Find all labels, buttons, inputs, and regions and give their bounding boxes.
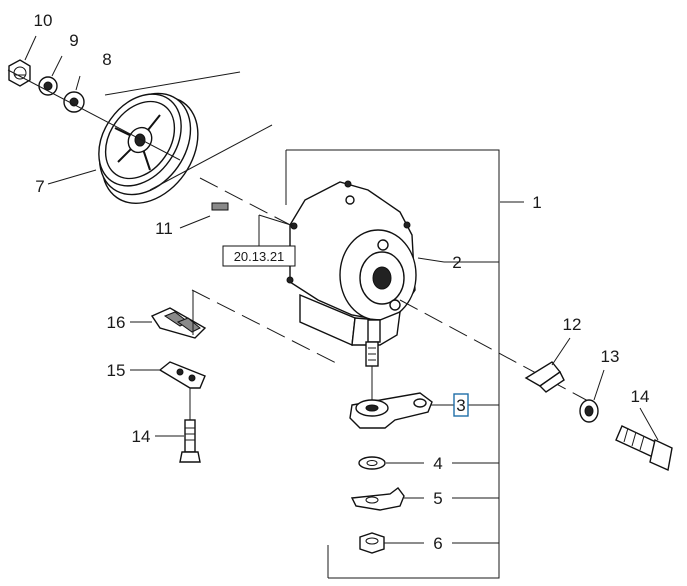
part-13-washer bbox=[579, 399, 599, 423]
part-12-bracket-clip bbox=[524, 361, 565, 393]
callout-6: 6 bbox=[433, 534, 442, 553]
callout-14-right: 14 bbox=[631, 387, 650, 406]
callout-10: 10 bbox=[34, 11, 53, 30]
part-3-crank-arm bbox=[349, 392, 433, 429]
callout-8: 8 bbox=[102, 50, 111, 69]
part-9-washer bbox=[38, 76, 58, 96]
leader-lines bbox=[24, 35, 659, 544]
reference-box-label: 20.13.21 bbox=[234, 249, 285, 264]
part-10-nut bbox=[8, 59, 31, 87]
part-5-lock-plate bbox=[350, 487, 405, 511]
callout-2: 2 bbox=[452, 253, 461, 272]
callout-12: 12 bbox=[563, 315, 582, 334]
callout-9: 9 bbox=[69, 31, 78, 50]
callout-3: 3 bbox=[456, 396, 465, 415]
callout-7: 7 bbox=[35, 177, 44, 196]
callout-15: 15 bbox=[107, 361, 126, 380]
part-14-bolt-left bbox=[179, 388, 201, 463]
assembly-bracket-1 bbox=[285, 149, 500, 579]
callout-1: 1 bbox=[532, 193, 541, 212]
callout-3-highlight bbox=[453, 393, 469, 417]
part-11-key bbox=[211, 202, 229, 211]
part-6-nut bbox=[359, 532, 385, 554]
callout-11: 11 bbox=[155, 219, 173, 238]
callout-13: 13 bbox=[601, 347, 620, 366]
reference-box: 20.13.21 bbox=[222, 214, 296, 267]
part-4-washer bbox=[358, 456, 386, 470]
part-14-bolt-right bbox=[615, 425, 673, 472]
shaft-centreline bbox=[199, 177, 301, 231]
callout-16: 16 bbox=[107, 313, 126, 332]
part-16-clip bbox=[150, 290, 207, 339]
callout-5: 5 bbox=[433, 489, 442, 508]
belt-lines bbox=[7, 69, 273, 191]
part-8-spacer bbox=[63, 91, 85, 113]
callout-4: 4 bbox=[433, 454, 442, 473]
part-15-strap bbox=[158, 361, 206, 389]
part-7-pulley bbox=[98, 92, 199, 204]
callout-14-left: 14 bbox=[132, 427, 151, 446]
output-centreline bbox=[399, 299, 591, 403]
part-2-gearbox-housing bbox=[286, 180, 417, 400]
